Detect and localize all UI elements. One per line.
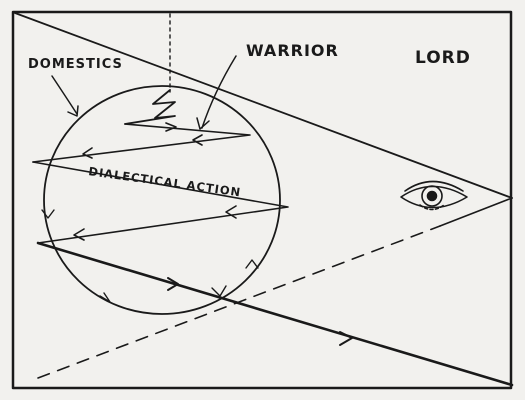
circle-arrow-bottom-left (99, 292, 111, 303)
arrow-3 (82, 147, 93, 159)
path-arrows (73, 122, 353, 346)
circle-arrow-left (41, 209, 55, 219)
domestics-circle (43, 85, 281, 315)
circle-arrow-bottom-right (211, 285, 227, 297)
arrow-5 (73, 228, 85, 241)
arrow-6 (167, 277, 179, 291)
eye-iris-dashes (419, 204, 445, 211)
triangle-lower-edge (36, 241, 514, 387)
triangle-top-edge (14, 12, 513, 199)
domestics-pointer (51, 75, 78, 115)
triangle-dashed-edge (37, 225, 441, 379)
apex-edge (439, 197, 513, 227)
warrior-zigzag (124, 89, 176, 125)
eye-lash-top (404, 180, 464, 192)
circle-arrows (41, 209, 259, 303)
eye-icon (400, 180, 468, 211)
dialectical-path-1 (32, 123, 251, 163)
eye-pupil (426, 190, 438, 202)
arrow-7 (339, 331, 353, 346)
label-lord: LORD (415, 48, 471, 68)
label-warrior: WARRIOR (246, 41, 339, 60)
domestics-pointer-head (67, 105, 79, 117)
frame (11, 10, 513, 390)
dialectical-path-2 (32, 161, 289, 244)
arrow-2 (192, 134, 203, 146)
label-domestics: DOMESTICS (28, 57, 123, 72)
circle-arrow-right (245, 259, 259, 269)
warrior-pointer-head (196, 117, 210, 130)
label-dialectical-action: DIALECTICAL ACTION (88, 164, 242, 199)
arrow-1 (165, 122, 177, 132)
arrow-4 (225, 205, 237, 219)
warrior-pointer (201, 55, 237, 129)
eye-iris (421, 185, 443, 207)
